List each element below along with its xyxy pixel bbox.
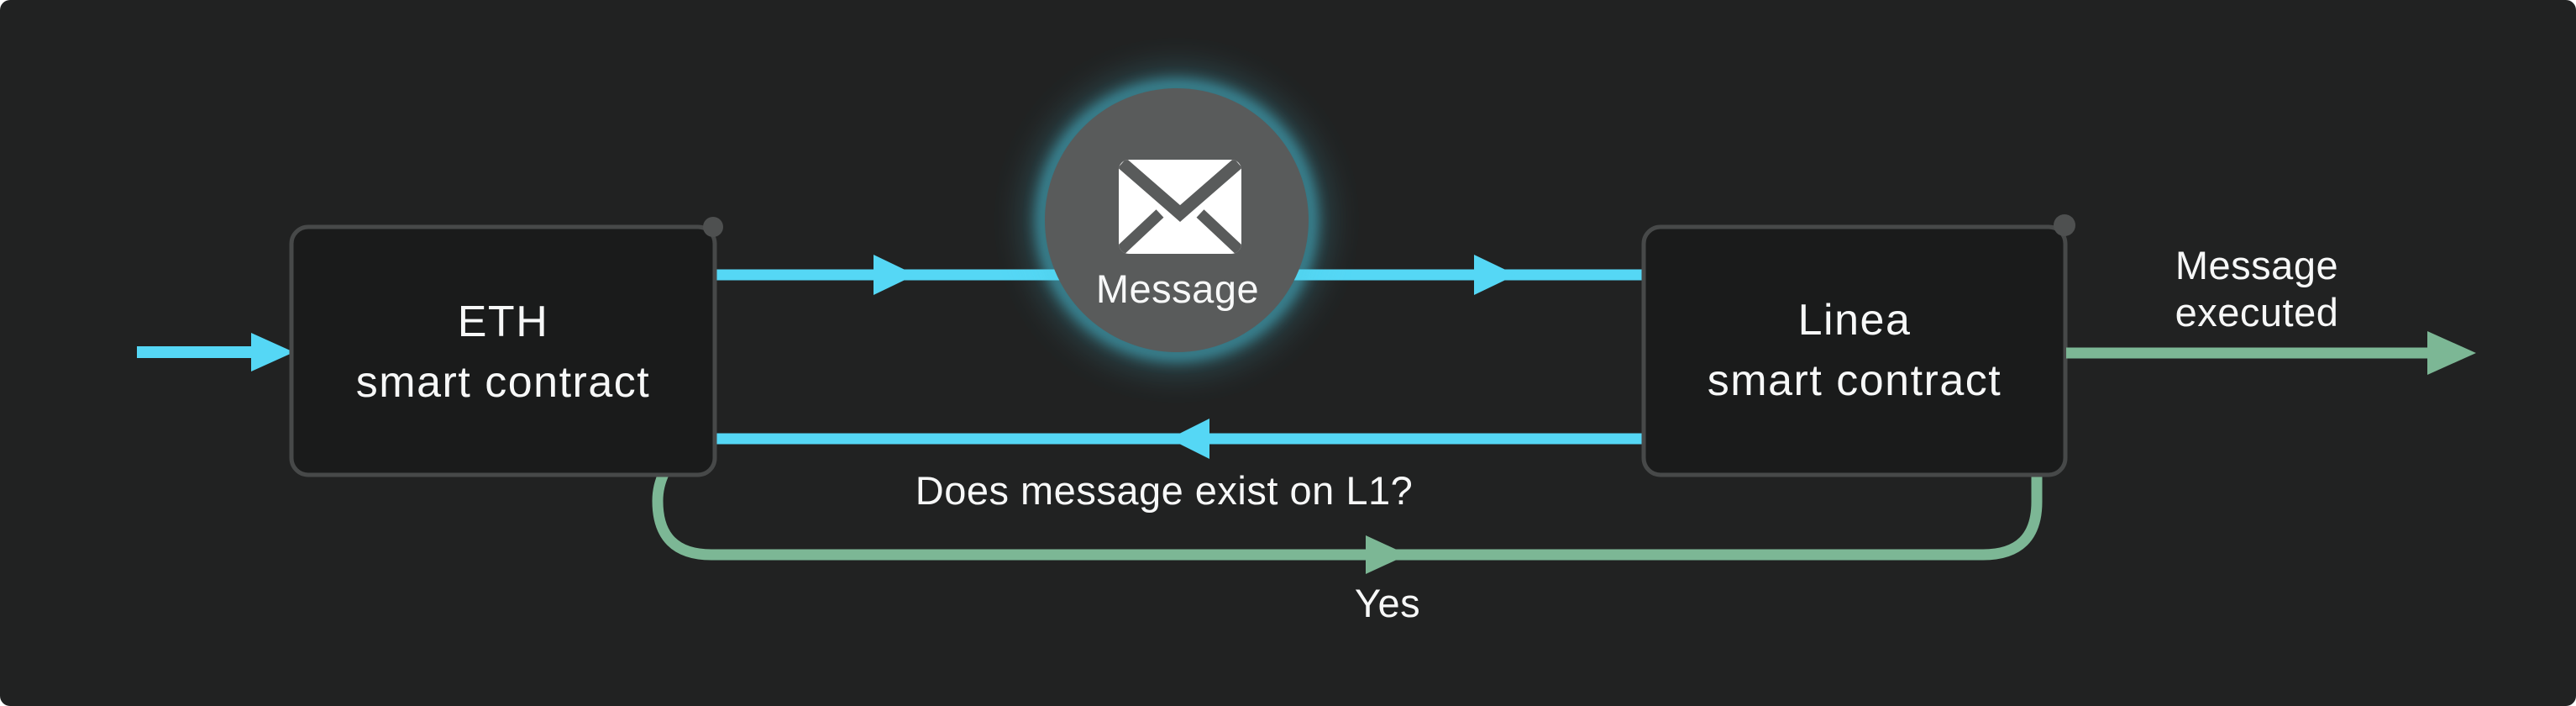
- linea-contract-box: [1641, 224, 2068, 477]
- message-glow: [1039, 82, 1314, 358]
- eth-contract-node: ETH smart contract: [289, 217, 723, 477]
- arrowhead-left-icon: [1169, 419, 1209, 459]
- connector-dot: [2054, 214, 2075, 236]
- arrowhead-right-icon: [2427, 331, 2476, 375]
- yes-loop: Yes: [652, 470, 2043, 625]
- arrowhead-right-icon: [1474, 255, 1516, 295]
- executed-label-line1: Message: [2175, 243, 2338, 287]
- arrowhead-right-icon: [251, 333, 294, 371]
- executed-label-line2: executed: [2175, 290, 2339, 335]
- yes-label: Yes: [1355, 581, 1420, 625]
- message-node: Message: [1032, 76, 1321, 365]
- arrowhead-right-icon: [874, 255, 916, 295]
- eth-contract-title-line1: ETH: [458, 298, 549, 346]
- incoming-message-arrow: [137, 333, 294, 371]
- linea-contract-title-line2: smart contract: [1708, 356, 2002, 405]
- linea-contract-node: Linea smart contract: [1641, 214, 2075, 477]
- question-label: Does message exist on L1?: [916, 468, 1414, 513]
- eth-contract-box: [289, 224, 717, 477]
- connector-dot: [703, 217, 723, 237]
- l2-to-l1-question-flow: Does message exist on L1?: [716, 419, 1642, 513]
- linea-contract-title-line1: Linea: [1798, 296, 1912, 345]
- message-node-label: Message: [1096, 266, 1259, 311]
- eth-contract-title-line2: smart contract: [356, 358, 650, 407]
- message-executed-arrow: Message executed: [2066, 243, 2476, 375]
- envelope-icon: [1119, 160, 1241, 254]
- arrowhead-right-icon: [1366, 535, 1408, 574]
- yes-loop-line: [652, 470, 2043, 561]
